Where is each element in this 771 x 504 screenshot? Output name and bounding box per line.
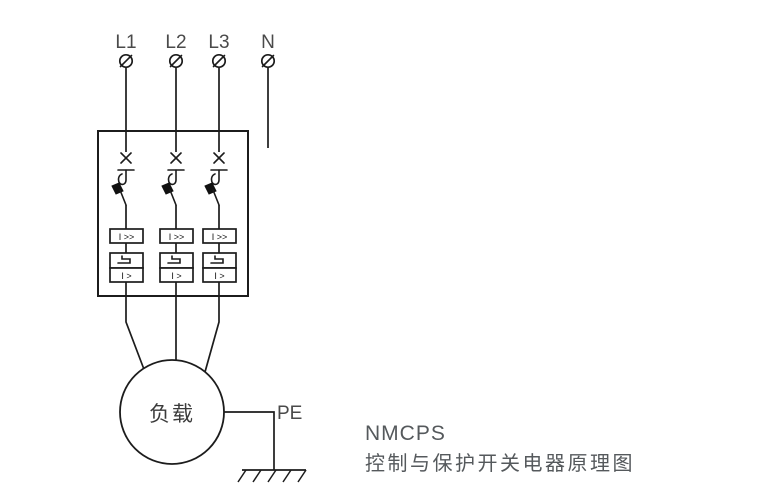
caption-subtitle: 控制与保护开关电器原理图 xyxy=(365,452,635,475)
disconnector-cross-icon-l1 xyxy=(117,152,135,186)
pe-wire xyxy=(224,411,275,470)
overcurrent-release-l2: I >> xyxy=(159,228,194,244)
disconnector-cross-icon-l2 xyxy=(167,152,185,186)
phase-label-l2: L2 xyxy=(165,32,186,53)
overcurrent-label-l1: I >> xyxy=(119,232,135,242)
thermal-label-l3: I > xyxy=(214,271,224,281)
main-contact-icon-l3 xyxy=(204,182,220,229)
pole-group-l1: I >> I > xyxy=(109,152,144,296)
thermal-relay-l1: I > xyxy=(109,252,144,283)
terminal-l1-icon xyxy=(118,53,134,69)
load-label: 负载 xyxy=(149,403,195,426)
load-wire-l3 xyxy=(204,296,220,373)
device-enclosure xyxy=(97,130,249,297)
thermal-relay-l3: I > xyxy=(202,252,237,283)
pe-label: PE xyxy=(277,403,302,424)
terminal-n-icon xyxy=(260,53,276,69)
earth-ground-icon xyxy=(237,469,307,483)
thermal-label-l1: I > xyxy=(121,271,131,281)
pole-group-l3: I >> I > xyxy=(202,152,237,296)
overcurrent-release-l1: I >> xyxy=(109,228,144,244)
load-wire-l1 xyxy=(125,296,146,373)
phase-label-l1: L1 xyxy=(115,32,136,53)
disconnector-cross-icon-l3 xyxy=(210,152,228,186)
phase-label-n: N xyxy=(261,32,275,53)
phase-label-l3: L3 xyxy=(208,32,229,53)
thermal-relay-l2: I > xyxy=(159,252,194,283)
overcurrent-release-l3: I >> xyxy=(202,228,237,244)
caption-title: NMCPS xyxy=(365,422,446,445)
main-contact-icon-l1 xyxy=(111,182,127,229)
pole-group-l2: I >> I > xyxy=(159,152,194,296)
terminal-l3-icon xyxy=(211,53,227,69)
overcurrent-label-l3: I >> xyxy=(212,232,228,242)
main-contact-icon-l2 xyxy=(161,182,177,229)
overcurrent-label-l2: I >> xyxy=(169,232,185,242)
terminal-l2-icon xyxy=(168,53,184,69)
thermal-label-l2: I > xyxy=(171,271,181,281)
